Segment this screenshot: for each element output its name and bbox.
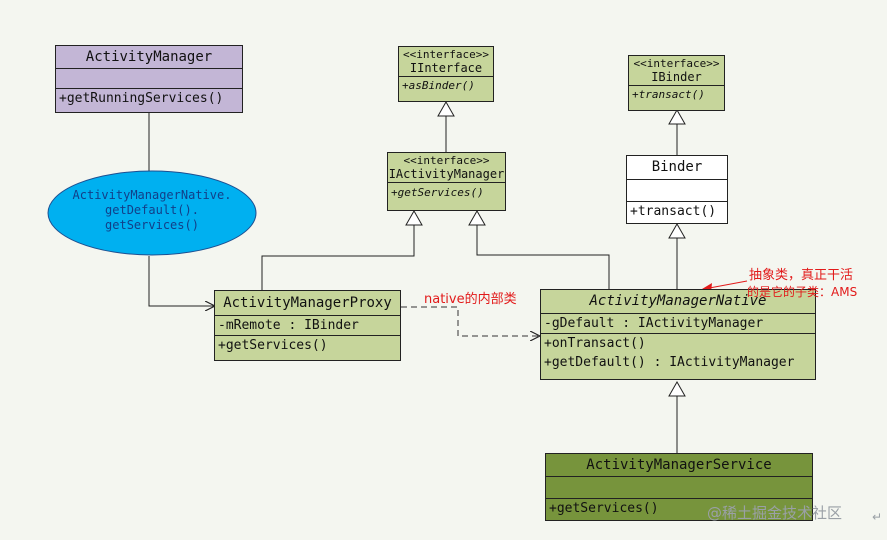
interface-iactivity-manager: <<interface>> IActivityManager +getServi… (387, 152, 506, 211)
class-activity-manager-native: ActivityManagerNative -gDefault : IActiv… (540, 289, 816, 380)
watermark-text: @稀土掘金技术社区 (707, 504, 843, 522)
class-name: ActivityManager (85, 49, 213, 65)
gen-triangle-binder (668, 222, 686, 239)
interface-iinterface: <<interface>> IInterface +asBinder() (398, 46, 494, 102)
class-method: +transact() (627, 201, 727, 221)
ellipse-label: ActivityManagerNative. getDefault(). get… (52, 188, 252, 233)
annotation-native-inner: native的内部类 (424, 292, 517, 307)
interface-method: +transact() (629, 85, 724, 104)
dashed-proxy-to-native (401, 306, 539, 336)
interface-ibinder: <<interface>> IBinder +transact() (628, 55, 725, 111)
annotation-abstract-line1: 抽象类，真正干活 (749, 268, 854, 283)
class-method: +getServices() (215, 335, 400, 355)
class-name: Binder (651, 159, 703, 175)
gen-triangle-ibinder (668, 108, 686, 125)
class-method: +onTransact() (541, 333, 815, 353)
stereotype: <<interface>> (633, 57, 720, 70)
ellipse-line: getDefault(). (105, 203, 199, 217)
class-attributes-empty (56, 68, 242, 88)
class-activity-manager: ActivityManager +getRunningServices() (55, 45, 243, 113)
ellipse-line: ActivityManagerNative. (72, 188, 232, 202)
class-method: +getServices() (546, 498, 812, 518)
annotation-abstract-line2: 的是它的子类：AMS (747, 285, 858, 299)
class-binder: Binder +transact() (626, 155, 728, 224)
class-activity-manager-service: ActivityManagerService +getServices() (545, 453, 813, 521)
class-attributes-empty (627, 179, 727, 201)
stereotype: <<interface>> (402, 48, 490, 61)
class-attribute: -mRemote : IBinder (215, 315, 400, 335)
call-ellipse (47, 170, 257, 256)
interface-name: IBinder (651, 70, 702, 84)
interface-name: IActivityManager (388, 167, 505, 181)
gen-proxy-to-iam (261, 225, 415, 290)
class-name: ActivityManagerNative (589, 293, 767, 309)
ellipse-line: getServices() (105, 218, 199, 232)
gen-triangle-iam-right (468, 209, 486, 226)
line-ellipse-to-proxy (148, 256, 214, 306)
return-glyph: ↵ (872, 510, 883, 524)
class-method: +getRunningServices() (56, 88, 242, 108)
class-name: ActivityManagerProxy (223, 295, 392, 311)
class-attributes-empty (546, 476, 812, 498)
interface-name: IInterface (409, 61, 483, 75)
class-name: ActivityManagerService (586, 457, 772, 473)
interface-method: +getServices() (388, 182, 505, 203)
interface-method: +asBinder() (399, 76, 493, 95)
class-activity-manager-proxy: ActivityManagerProxy -mRemote : IBinder … (214, 290, 401, 361)
stereotype: <<interface>> (403, 154, 490, 167)
gen-triangle-iinterface (437, 100, 455, 117)
gen-triangle-native (668, 380, 686, 397)
class-method: +getDefault() : IActivityManager (544, 355, 795, 370)
class-attribute: -gDefault : IActivityManager (541, 313, 815, 333)
gen-native-to-iam (476, 225, 610, 289)
gen-triangle-iam-left (405, 209, 423, 226)
